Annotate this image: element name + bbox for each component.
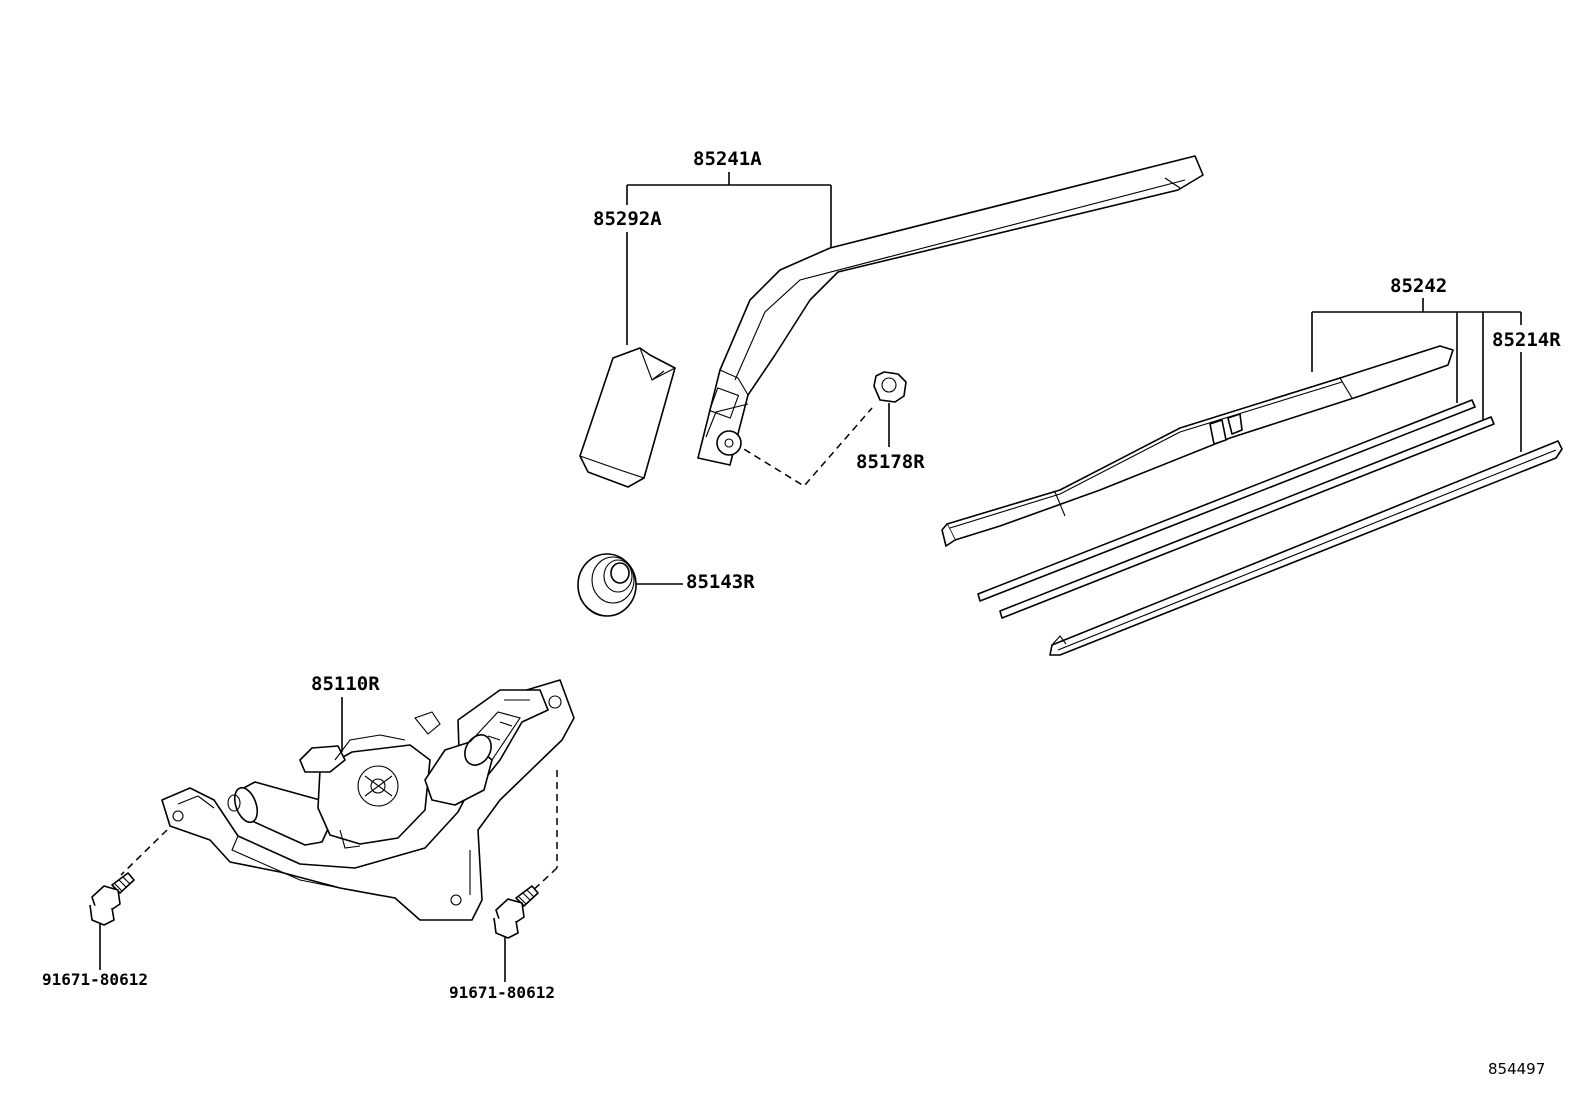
label-bolt-left[interactable]: 91671-80612 [42, 970, 148, 989]
label-pivot-cap[interactable]: 85143R [686, 571, 755, 593]
pivot-cap-part[interactable] [577, 553, 637, 617]
label-arm-cap[interactable]: 85292A [593, 208, 662, 230]
blade-rubber-part[interactable] [1049, 440, 1563, 656]
leader-lines [99, 172, 1522, 982]
bolt-right-part[interactable] [493, 885, 539, 939]
arm-nut-part[interactable] [873, 371, 907, 403]
wiper-arm-part[interactable] [697, 155, 1204, 466]
label-bolt-right[interactable]: 91671-80612 [449, 983, 555, 1002]
blade-strip-lower[interactable] [999, 416, 1495, 619]
wiper-motor-assembly[interactable] [161, 679, 575, 921]
blade-strip-upper[interactable] [977, 399, 1476, 602]
label-blade-assy[interactable]: 85242 [1390, 275, 1447, 297]
wiper-blade-part[interactable] [941, 345, 1454, 547]
arm-cap-part[interactable] [579, 347, 676, 488]
label-arm-assy[interactable]: 85241A [693, 148, 762, 170]
label-motor[interactable]: 85110R [311, 673, 380, 695]
bolt-left-part[interactable] [89, 872, 135, 926]
label-blade-rubber[interactable]: 85214R [1492, 329, 1561, 351]
label-arm-nut[interactable]: 85178R [856, 451, 925, 473]
diagram-reference-number: 854497 [1488, 1060, 1545, 1078]
